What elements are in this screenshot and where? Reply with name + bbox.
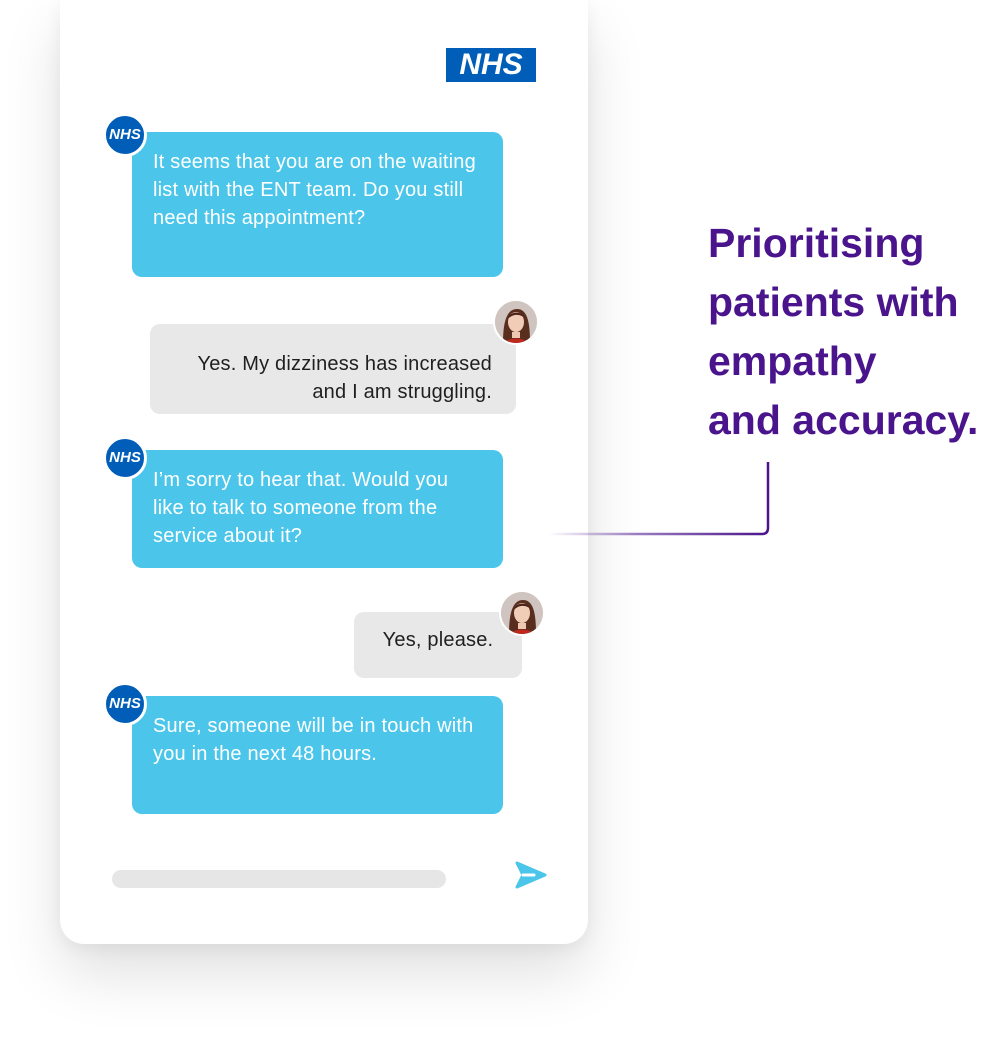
message-text: Sure, someone will be in touch with you … <box>153 715 474 765</box>
message-text: It seems that you are on the waiting lis… <box>153 151 476 229</box>
nhs-logo: NHS <box>446 48 536 82</box>
send-icon <box>515 861 547 889</box>
message-input[interactable] <box>112 870 446 888</box>
headline-line: empathy <box>708 338 877 384</box>
bot-message: Sure, someone will be in touch with you … <box>132 696 503 814</box>
message-text: I’m sorry to hear that. Would you like t… <box>153 469 449 547</box>
user-avatar-icon <box>499 590 545 636</box>
headline: Prioritising patients with empathy and a… <box>708 214 1008 450</box>
nhs-avatar-icon: NHS <box>103 682 147 726</box>
chat-window: NHS It seems that you are on the waiting… <box>60 0 588 944</box>
nhs-avatar-icon: NHS <box>103 113 147 157</box>
headline-line: patients with <box>708 279 959 325</box>
message-text: Yes. My dizziness has increased and I am… <box>197 353 492 403</box>
user-avatar-icon <box>493 299 539 345</box>
bot-message: I’m sorry to hear that. Would you like t… <box>132 450 503 568</box>
message-text: Yes, please. <box>382 629 494 651</box>
user-message: Yes, please. <box>354 612 522 678</box>
headline-line: and accuracy. <box>708 397 979 443</box>
nhs-avatar-icon: NHS <box>103 436 147 480</box>
bot-message: It seems that you are on the waiting lis… <box>132 132 503 277</box>
headline-line: Prioritising <box>708 220 925 266</box>
user-message: Yes. My dizziness has increased and I am… <box>150 324 516 414</box>
send-button[interactable] <box>514 858 548 892</box>
